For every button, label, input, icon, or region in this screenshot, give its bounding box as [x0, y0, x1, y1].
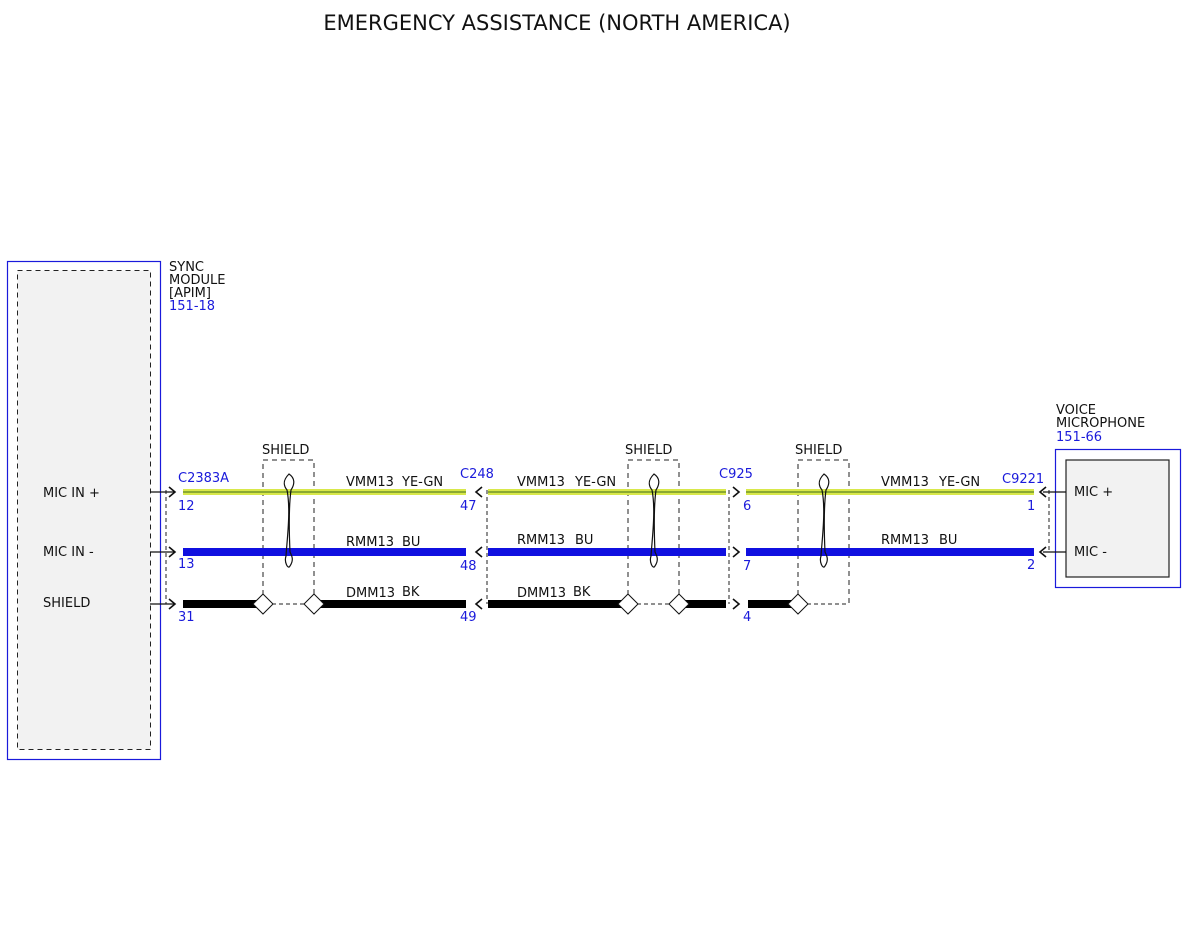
wire-dmm13-seg-4 — [679, 600, 726, 608]
voice-mic-ref: 151-66 — [1056, 430, 1102, 445]
pin-c2383a-31: 31 — [178, 610, 195, 625]
sync-module-body — [17, 270, 151, 750]
sync-pin-mic-in-plus: MIC IN + — [43, 486, 100, 501]
twist-3 — [818, 473, 830, 568]
diagram-title: EMERGENCY ASSISTANCE (NORTH AMERICA) — [323, 11, 790, 35]
wire-dmm13-seg-5 — [748, 600, 798, 608]
wire-rmm13 — [183, 548, 1034, 556]
pin-c248-48: 48 — [460, 559, 477, 574]
connector-boundaries — [165, 490, 1050, 604]
sync-module-name-3: [APIM] — [169, 286, 211, 301]
sync-module-ref: 151-18 — [169, 299, 215, 314]
wire-color-rmm13-1: BU — [402, 535, 420, 550]
shield-label-1: SHIELD — [262, 443, 309, 458]
twisted-pair-marks — [283, 473, 830, 568]
drain-diamond-2 — [303, 593, 325, 615]
drain-diamond-1 — [252, 593, 274, 615]
drain-diamond-4 — [668, 593, 690, 615]
wire-color-rmm13-2: BU — [575, 533, 593, 548]
wire-color-vmm13-2: YE-GN — [574, 475, 616, 490]
wire-color-dmm13-2: BK — [573, 585, 591, 600]
voice-mic-name-2: MICROPHONE — [1056, 416, 1145, 431]
pin-c9221-2: 2 — [1027, 558, 1035, 573]
mic-pin-minus: MIC - — [1074, 545, 1107, 560]
wire-rmm13-seg-1 — [183, 548, 466, 556]
voice-mic-name-1: VOICE — [1056, 403, 1096, 418]
connector-c2383a-name: C2383A — [178, 471, 229, 486]
shield-label-2: SHIELD — [625, 443, 672, 458]
wire-color-vmm13-1: YE-GN — [401, 475, 443, 490]
pin-c925-7: 7 — [743, 559, 751, 574]
wire-dmm13-seg-3 — [488, 600, 628, 608]
pin-c248-47: 47 — [460, 499, 477, 514]
twist-1 — [283, 473, 295, 568]
pin-c248-49: 49 — [460, 610, 477, 625]
connector-arrows — [168, 486, 1047, 610]
sync-pin-shield: SHIELD — [43, 596, 90, 611]
voice-microphone: MIC + MIC - — [1054, 448, 1182, 589]
pin-c925-4: 4 — [743, 610, 751, 625]
drain-diamond-5 — [787, 593, 809, 615]
wire-label-rmm13-2: RMM13 — [517, 533, 565, 548]
wire-label-vmm13-2: VMM13 — [517, 475, 565, 490]
wire-dmm13-seg-2 — [314, 600, 466, 608]
voice-mic-body — [1065, 459, 1170, 578]
mic-pin-plus: MIC + — [1074, 485, 1113, 500]
pin-c2383a-13: 13 — [178, 557, 195, 572]
wire-dmm13 — [183, 600, 849, 608]
pin-c9221-1: 1 — [1027, 499, 1035, 514]
sync-module-name-1: SYNC — [169, 260, 204, 275]
pin-c925-6: 6 — [743, 499, 751, 514]
wire-rmm13-seg-2 — [488, 548, 726, 556]
wire-vmm13 — [183, 489, 1034, 495]
wire-dmm13-seg-1 — [183, 600, 263, 608]
shield-drain-diamonds — [252, 593, 809, 615]
twist-2 — [648, 473, 660, 568]
sync-module: MIC IN + MIC IN - SHIELD — [6, 260, 162, 761]
module-stubs — [150, 491, 1066, 605]
wire-label-vmm13-1: VMM13 — [346, 475, 394, 490]
connector-c9221-name: C9221 — [1002, 472, 1044, 487]
pin-c2383a-12: 12 — [178, 499, 195, 514]
sync-module-name-2: MODULE — [169, 273, 225, 288]
connector-c248-name: C248 — [460, 467, 494, 482]
sync-pin-mic-in-minus: MIC IN - — [43, 545, 94, 560]
wire-rmm13-seg-3 — [746, 548, 1034, 556]
wire-label-dmm13-2: DMM13 — [517, 586, 566, 601]
wire-label-rmm13-1: RMM13 — [346, 535, 394, 550]
wire-color-dmm13-1: BK — [402, 585, 420, 600]
shield-label-3: SHIELD — [795, 443, 842, 458]
drain-diamond-3 — [617, 593, 639, 615]
wire-color-rmm13-3: BU — [939, 533, 957, 548]
wire-color-vmm13-3: YE-GN — [938, 475, 980, 490]
connector-c925-name: C925 — [719, 467, 753, 482]
wire-label-rmm13-3: RMM13 — [881, 533, 929, 548]
wire-label-vmm13-3: VMM13 — [881, 475, 929, 490]
shield-boxes — [262, 459, 850, 604]
wire-label-dmm13-1: DMM13 — [346, 586, 395, 601]
